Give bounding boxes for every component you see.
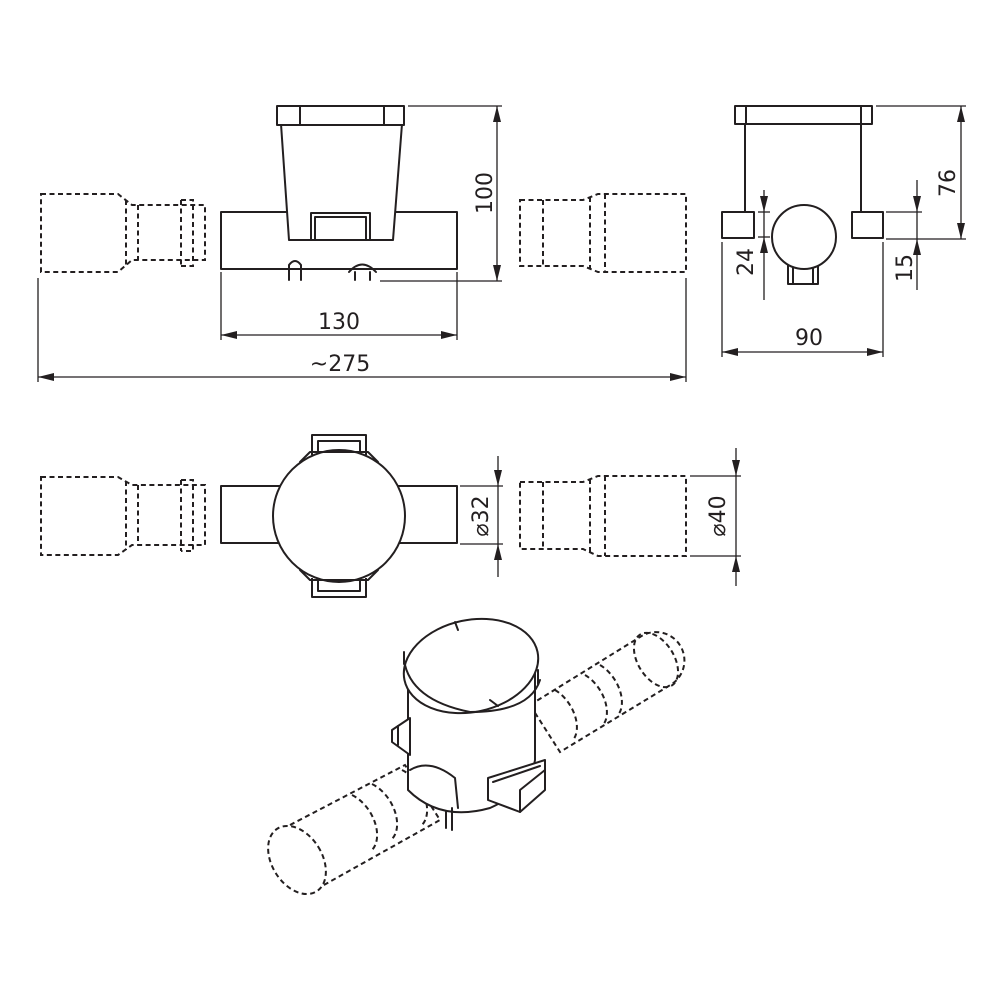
- side-view: 76 15 24 90: [721, 105, 966, 357]
- front-view: 100 130 ~275: [37, 105, 687, 382]
- dimension-130: 130: [220, 272, 458, 340]
- top-right-dashed-pipe: [519, 475, 687, 557]
- dimension-90: 90: [721, 242, 884, 357]
- iso-body: [391, 617, 546, 831]
- isometric-view: [267, 617, 686, 896]
- side-pipe-circle: [771, 204, 837, 270]
- front-body: [220, 105, 458, 281]
- dimension-24-label: 24: [734, 248, 759, 276]
- dimension-15-label: 15: [893, 254, 918, 282]
- top-body-circle: [272, 449, 406, 583]
- top-view: ⌀32 ⌀40: [40, 434, 741, 598]
- top-body: [220, 434, 458, 598]
- front-left-dashed-pipe: [40, 193, 206, 273]
- dimension-130-label: 130: [318, 310, 360, 335]
- dimension-100: 100: [380, 105, 502, 282]
- iso-right-dashed-pipe: [528, 631, 686, 754]
- dimension-100-label: 100: [473, 172, 498, 214]
- dimension-275: ~275: [37, 278, 687, 382]
- dimension-dia-32: ⌀32: [460, 456, 503, 577]
- dimension-76: 76: [876, 105, 966, 240]
- dimension-24: 24: [734, 190, 770, 300]
- dimension-dia-32-label: ⌀32: [469, 495, 494, 536]
- dimension-275-label: ~275: [310, 352, 370, 377]
- dimension-76-label: 76: [936, 169, 961, 197]
- dimension-15: 15: [886, 180, 922, 290]
- dimension-dia-40: ⌀40: [690, 448, 741, 586]
- dimension-90-label: 90: [795, 326, 823, 351]
- dimension-dia-40-label: ⌀40: [706, 495, 731, 536]
- iso-left-dashed-pipe: [267, 763, 442, 896]
- top-left-dashed-pipe: [40, 476, 206, 556]
- front-right-dashed-pipe: [519, 193, 687, 273]
